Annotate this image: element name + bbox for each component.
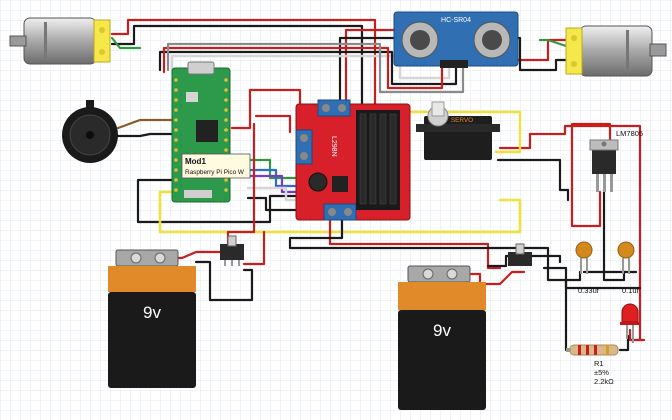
- wire-sensor-gray: [166, 42, 465, 94]
- wire-driver-red-loop: [254, 114, 292, 134]
- wire-motor-right-green: [538, 38, 568, 48]
- wire-led-red: [628, 328, 646, 342]
- wire-pico-black: [136, 178, 302, 224]
- wire-right-battery-black: [486, 254, 562, 268]
- wires: [110, 18, 646, 352]
- wire-sensor-white: [170, 54, 451, 80]
- battery-left-label: 9v: [143, 303, 161, 322]
- battery-right-label: 9v: [433, 321, 451, 340]
- wire-pico-black2: [246, 196, 302, 212]
- wire-pico-red: [230, 88, 302, 130]
- pico-tooltip-subtitle: Raspberry Pi Pico W: [185, 169, 245, 176]
- regulator-label: LM7805: [616, 129, 643, 138]
- ultrasonic-label: HC-SR04: [441, 17, 471, 24]
- wire-motor-left-black: [110, 24, 364, 112]
- wire-servo-black: [496, 158, 570, 202]
- dc-motor-left: [9, 17, 111, 65]
- wire-pico-purple: [246, 174, 302, 194]
- cap2-label: 0.1uf: [622, 286, 640, 295]
- wire-left-battery-black: [194, 260, 254, 302]
- led-red: [620, 303, 640, 343]
- wire-motor-left-green: [110, 36, 142, 50]
- wire-sensor-red: [162, 46, 444, 90]
- switch-right: [508, 243, 532, 266]
- wire-servo-red: [498, 124, 642, 342]
- wire-buzzer-black: [116, 132, 174, 138]
- switch-left: [220, 235, 244, 266]
- resistor-tolerance: ±5%: [594, 368, 609, 377]
- pico-tooltip: Mod1 Raspberry Pi Pico W: [181, 153, 251, 179]
- wire-right-battery-red: [460, 270, 526, 286]
- wire-reg-black-mid: [602, 190, 626, 282]
- wire-pico-yellow: [158, 190, 522, 234]
- wire-motor-left-red: [110, 18, 377, 112]
- buzzer: [62, 100, 118, 163]
- wire-resistor-right: [618, 334, 630, 352]
- wire-left-battery-red2: [242, 230, 266, 266]
- wire-driver-black-bottom: [288, 218, 582, 282]
- capacitor-01uf: 0.1uf: [617, 241, 640, 295]
- pico-tooltip-title: Mod1: [185, 157, 206, 166]
- battery-right: 9v: [398, 265, 486, 410]
- dc-motor-right: [565, 25, 667, 77]
- servo-label: SERVO: [451, 117, 473, 124]
- resistor-name: R1: [594, 359, 604, 368]
- servo-motor: SERVO: [416, 101, 500, 160]
- wire-sensor-black: [158, 50, 458, 86]
- wire-regulator-black: [542, 266, 642, 290]
- driver-label: L298N: [330, 136, 337, 157]
- wire-pico-blue: [246, 168, 302, 188]
- resistor-value: 2.2kΩ: [594, 377, 614, 386]
- wire-pico-white: [246, 186, 302, 202]
- wire-servo-yellow: [408, 110, 522, 154]
- wire-motor-right-black: [338, 36, 568, 112]
- voltage-regulator: LM7805: [589, 129, 643, 192]
- battery-left: 9v: [108, 249, 196, 388]
- resistor: R1 ±5% 2.2kΩ: [566, 344, 619, 386]
- ultrasonic-sensor: HC-SR04: [393, 11, 519, 68]
- capacitor-033uf: 0.33uf: [575, 241, 600, 295]
- raspberry-pi-pico: [171, 61, 231, 203]
- motor-driver: L298N: [295, 99, 411, 221]
- wire-buzzer-brown: [116, 118, 174, 130]
- cap1-label: 0.33uf: [578, 286, 600, 295]
- wire-reg-red: [570, 122, 612, 228]
- wire-driver-red-bottom: [328, 218, 502, 270]
